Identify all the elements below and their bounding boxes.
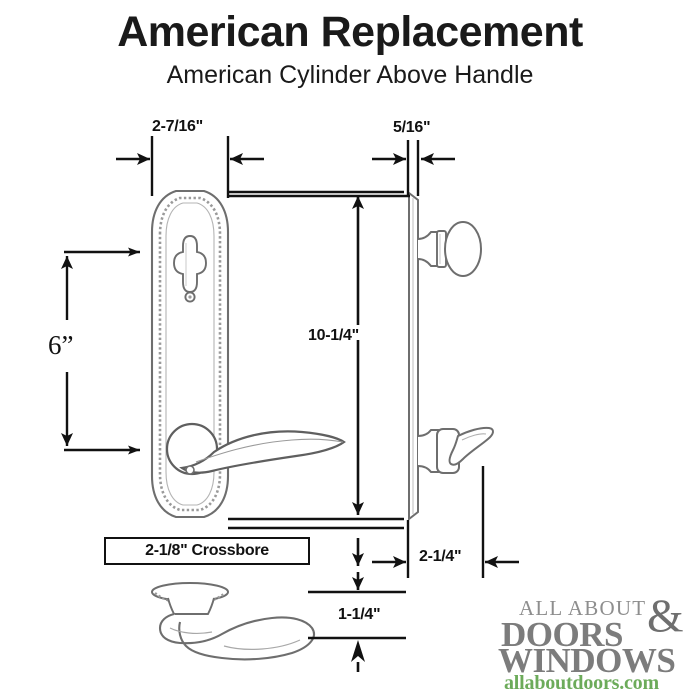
lever-side: [417, 426, 494, 474]
dimension-lever-projection: [228, 466, 519, 578]
logo-website-url: allaboutdoors.com: [504, 672, 659, 694]
dimension-plate-height: [228, 190, 404, 521]
dimension-handle-spacing: [61, 247, 140, 455]
dimension-label-plate-width: 2-7/16": [152, 118, 203, 135]
page-subtitle: American Cylinder Above Handle: [166, 61, 534, 89]
crossbore-callout-label: 2-1/8" Crossbore: [145, 542, 269, 559]
crossbore-callout-box: 2-1/8" Crossbore: [104, 537, 310, 565]
lever-bottom-detail-view: [151, 582, 315, 661]
side-profile-view: [408, 190, 494, 522]
dimension-label-handle-spacing: 6”: [48, 330, 74, 360]
cylinder-knob-side: [417, 221, 482, 277]
dimension-label-lever-projection: 2-1/4": [419, 548, 462, 565]
logo-line-doors: DOORS: [501, 615, 623, 654]
brand-logo: ALL ABOUT & DOORS WINDOWS allaboutdoors.…: [497, 590, 693, 695]
dimension-label-lever-height: 1-1/4": [338, 606, 381, 623]
dimension-label-plate-height: 10-1/4": [308, 327, 359, 344]
dimension-lever-height: [308, 572, 406, 672]
logo-ampersand: &: [647, 590, 684, 642]
screw-hole: [184, 291, 196, 303]
dimension-plate-thickness: [372, 140, 455, 196]
logo-line-all-about: ALL ABOUT: [519, 596, 647, 620]
dimension-plate-width: [116, 136, 410, 198]
page-title: American Replacement: [117, 8, 583, 56]
lever-handle-front-view: [165, 422, 346, 476]
dimension-label-plate-thickness: 5/16": [393, 119, 431, 136]
logo-line-windows: WINDOWS: [498, 641, 676, 680]
